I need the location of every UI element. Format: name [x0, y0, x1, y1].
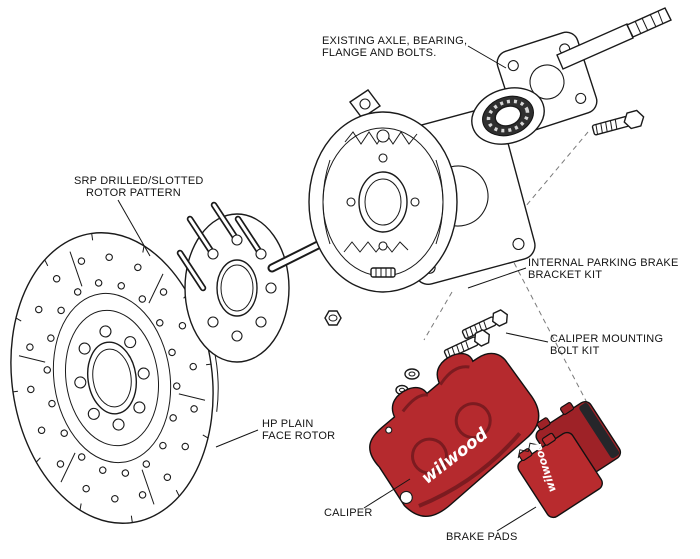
axle-bearing: [471, 87, 545, 145]
label-parking-brake-line1: INTERNAL PARKING BRAKE: [528, 257, 679, 269]
drilled-slotted-rotor: [10, 232, 219, 524]
shoe-adjuster: [370, 267, 396, 278]
caliper-bolt-2: [443, 329, 490, 360]
caliper-lug-hole: [399, 490, 413, 505]
labels: EXISTING AXLE, BEARING, FLANGE AND BOLTS…: [74, 35, 679, 543]
pad-spring-clip: [517, 442, 539, 459]
wheel-studs: [176, 201, 265, 292]
brake-caliper: wilwood: [369, 352, 540, 518]
hub-flange: [176, 201, 327, 363]
label-hp-rotor-line1: HP PLAIN: [262, 418, 314, 430]
brake-shoe-spring-bottom: [343, 241, 409, 253]
label-caliper: CALIPER: [324, 507, 372, 519]
label-srp-rotor-line2: ROTOR PATTERN: [86, 187, 181, 199]
leader-lines: [117, 45, 549, 532]
label-hp-rotor-line2: FACE ROTOR: [262, 430, 335, 442]
caliper-bolt-1: [461, 309, 508, 340]
label-caliper-bolt-line2: BOLT KIT: [550, 345, 600, 357]
rotor-drilled-holes-outer: [26, 253, 198, 503]
label-brake-pads: BRAKE PADS: [446, 531, 518, 543]
rotor-drilled-holes-inner: [43, 279, 181, 477]
pad-friction-material: [579, 402, 620, 459]
rotor-lug-holes: [74, 325, 150, 431]
label-existing-axle-line1: EXISTING AXLE, BEARING,: [322, 35, 467, 47]
label-caliper-bolt-line1: CALIPER MOUNTING: [550, 333, 663, 345]
parking-brake-backing-plate: [308, 89, 458, 293]
label-existing-axle-line2: FLANGE AND BOLTS.: [322, 47, 436, 59]
axle-nut: [324, 310, 342, 326]
brake-pads: wilwood: [517, 400, 622, 519]
label-srp-rotor-line1: SRP DRILLED/SLOTTED: [74, 175, 204, 187]
label-parking-brake-line2: BRACKET KIT: [528, 269, 602, 281]
axle-assembly: [471, 7, 672, 145]
brake-pad-front: wilwood: [517, 431, 603, 519]
axle-flange-bolt: [591, 109, 645, 136]
caliper-bleed-screw: [385, 426, 393, 434]
axle-splines: [626, 7, 672, 38]
